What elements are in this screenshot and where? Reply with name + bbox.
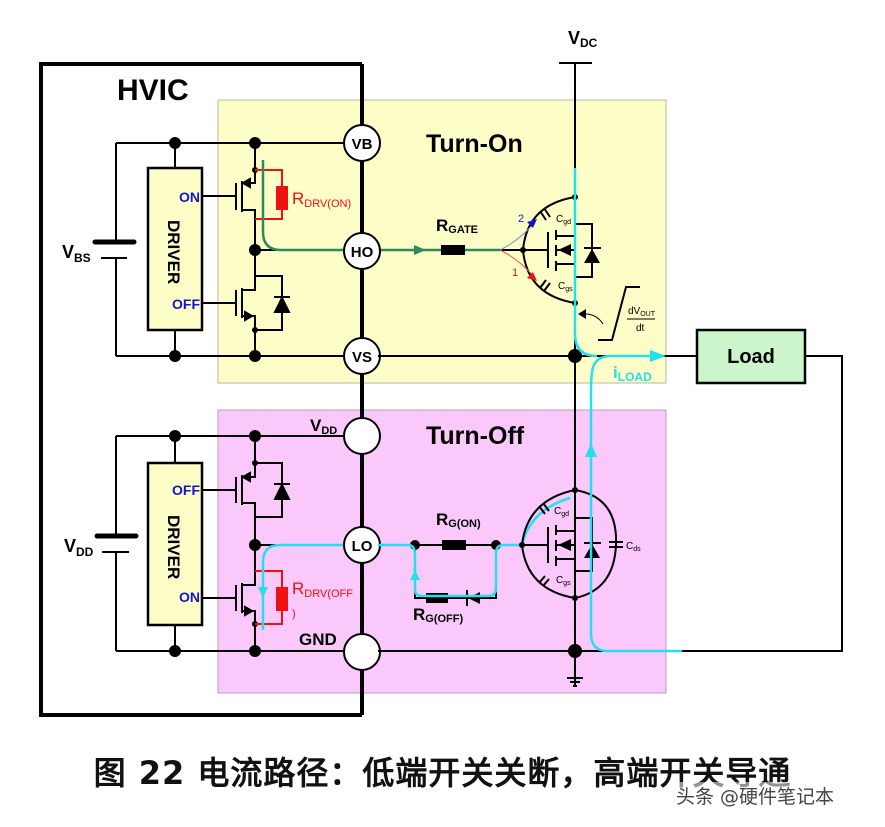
path-1-label: 1 bbox=[512, 267, 518, 279]
on-label-low: ON bbox=[179, 589, 200, 605]
driver-label-high: DRIVER bbox=[164, 220, 183, 284]
ground-icon bbox=[567, 677, 583, 687]
cgd-label-low: Cgd bbox=[554, 506, 569, 518]
junction bbox=[568, 644, 582, 658]
driver-box-high bbox=[146, 166, 204, 332]
figure-caption: 图 22 电流路径：低端开关关断，高端开关导通 bbox=[93, 754, 792, 792]
cgs-label-high: Cgs bbox=[558, 281, 573, 293]
arrow-icon bbox=[578, 309, 586, 319]
dvdt-ramp-icon bbox=[598, 286, 640, 341]
rg-off-label: RG(OFF) bbox=[413, 605, 463, 625]
junction bbox=[568, 349, 582, 363]
watermark: 头条 @硬件笔记本 bbox=[676, 782, 835, 809]
driver-lo-upper-mosfet-icon bbox=[202, 436, 291, 545]
junction bbox=[572, 487, 578, 493]
driver-label-low: DRIVER bbox=[164, 515, 183, 579]
rg-on-resistor bbox=[442, 540, 466, 550]
pin-vb: VB bbox=[343, 124, 381, 162]
load-label: Load bbox=[727, 346, 775, 368]
pin-vdd bbox=[343, 417, 381, 455]
rdrv-off-label: RDRV(OFF bbox=[292, 579, 353, 600]
junction bbox=[252, 460, 258, 466]
gate-charge-path bbox=[261, 160, 345, 252]
rdrv-off-resistor bbox=[276, 587, 288, 611]
cgd-label-high: Cgd bbox=[556, 214, 571, 226]
junction bbox=[252, 327, 258, 333]
off-label-high: OFF bbox=[172, 296, 200, 312]
pin-ho: HO bbox=[343, 232, 381, 270]
junction bbox=[169, 350, 181, 362]
junction bbox=[169, 430, 181, 442]
rg-on-label: RG(ON) bbox=[436, 510, 481, 530]
junction bbox=[572, 595, 578, 601]
cds-label-low: Cds bbox=[626, 541, 641, 553]
load-current-path bbox=[589, 354, 682, 653]
pin-vs: VS bbox=[343, 337, 381, 375]
cgs-label-low: Cgs bbox=[556, 575, 571, 587]
junction bbox=[520, 247, 526, 253]
svg-text:VS: VS bbox=[352, 349, 372, 366]
driver-box-low bbox=[146, 461, 204, 627]
on-label-high: ON bbox=[179, 189, 200, 205]
junction bbox=[169, 137, 181, 149]
svg-text:LO: LO bbox=[352, 538, 373, 555]
gate-discharge-path bbox=[261, 543, 345, 630]
driver-hi-upper-mosfet-icon bbox=[202, 143, 256, 250]
hvic-outline bbox=[39, 62, 362, 717]
turn-off-title: Turn-Off bbox=[426, 422, 525, 450]
driver-hi-lower-mosfet-icon bbox=[202, 250, 291, 356]
pin-vdd-label: VDD bbox=[310, 416, 337, 437]
rg-off-resistor bbox=[426, 593, 448, 603]
vbs-label: VBS bbox=[62, 242, 91, 265]
arrow-icon bbox=[258, 587, 268, 598]
arrow-icon bbox=[527, 272, 537, 281]
vdc-label: VDC bbox=[568, 28, 598, 50]
load-box bbox=[695, 328, 807, 385]
vdd-supply-label: VDD bbox=[64, 536, 94, 559]
rgate-label: RGATE bbox=[436, 216, 478, 236]
driver-lo-lower-mosfet-icon bbox=[202, 545, 256, 651]
arrow-icon bbox=[527, 219, 537, 228]
junction bbox=[519, 542, 525, 548]
arrow-icon bbox=[650, 350, 666, 362]
pin-lo: LO bbox=[343, 526, 381, 564]
high-side-mosfet-icon bbox=[500, 196, 601, 304]
pin-gnd-label: GND bbox=[299, 630, 337, 649]
rgate-resistor bbox=[441, 245, 465, 255]
arrow-icon bbox=[410, 570, 420, 580]
load-current-path-hs bbox=[573, 168, 598, 358]
hvic-label: HVIC bbox=[117, 74, 189, 107]
rdrv-off-label-tail: ) bbox=[292, 608, 296, 620]
dvdt-numerator: dVOUT bbox=[628, 306, 656, 318]
path-2-label: 2 bbox=[518, 213, 524, 225]
arrow-icon bbox=[414, 245, 426, 255]
turn-on-title: Turn-On bbox=[426, 130, 523, 158]
svg-text:HO: HO bbox=[351, 244, 374, 261]
load-return-wire bbox=[682, 355, 843, 652]
off-label-low: OFF bbox=[172, 482, 200, 498]
svg-text:VB: VB bbox=[352, 136, 373, 153]
rdrv-on-label: RDRV(ON) bbox=[292, 189, 351, 210]
iload-label: iLOAD bbox=[613, 363, 652, 384]
arrow-icon bbox=[585, 443, 597, 457]
pin-gnd bbox=[343, 633, 381, 671]
dvdt-denominator: dt bbox=[636, 323, 645, 334]
junction bbox=[169, 645, 181, 657]
rdrv-on-resistor bbox=[276, 186, 288, 210]
